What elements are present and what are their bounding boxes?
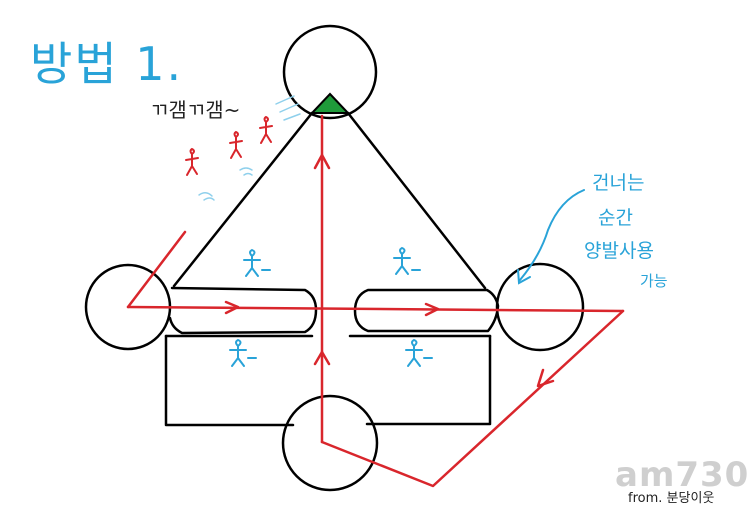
arrow-up-top [313,153,331,170]
right-bar [353,288,500,333]
note-line-2: 순간 [598,207,633,229]
motion-marks [198,95,301,201]
blue-person-3 [229,338,257,367]
blue-people [229,246,433,367]
drawing [84,24,625,492]
arrow-right-right [424,302,440,317]
route-diagonal-left [126,230,187,309]
credit: from. 분당이웃 [628,491,715,506]
red-person-1 [185,147,199,176]
arrow-right-left [224,300,240,315]
board-outline [84,24,585,492]
route-return [320,309,625,488]
red-people [185,115,273,176]
canvas: 방법 1. ㄲ갬ㄲ갬~ 건너는 순간 양발사용 가능 am730 from. 분… [30,24,749,506]
blue-person-4 [405,338,433,367]
red-person-3 [259,115,273,144]
top-circle [282,24,378,120]
route-path [126,114,625,488]
route-horizontal [126,305,625,313]
bottom-circle [281,394,379,492]
arrow-up-bottom [313,350,331,366]
green-target [309,92,351,114]
lower-box-right [365,334,492,426]
note-line-3: 양발사용 [584,240,654,262]
blue-person-2 [393,246,421,275]
note-line-1: 건너는 [592,172,645,194]
note-line-4: 가능 [640,272,668,290]
red-person-2 [229,130,243,159]
right-circle [495,262,585,352]
note-pointer [519,189,585,281]
note-pointer-head [517,269,531,285]
title: 방법 1. [30,37,184,91]
triangle-right-side [346,111,487,290]
lower-box-left [164,334,295,427]
watermark-logo: am730 [615,455,749,495]
noise-label: ㄲ갬ㄲ갬~ [150,98,241,122]
triangle-left-side [172,111,314,288]
arrow-down-diagonal [536,368,555,388]
blue-person-1 [243,248,271,277]
left-bar [168,286,318,335]
